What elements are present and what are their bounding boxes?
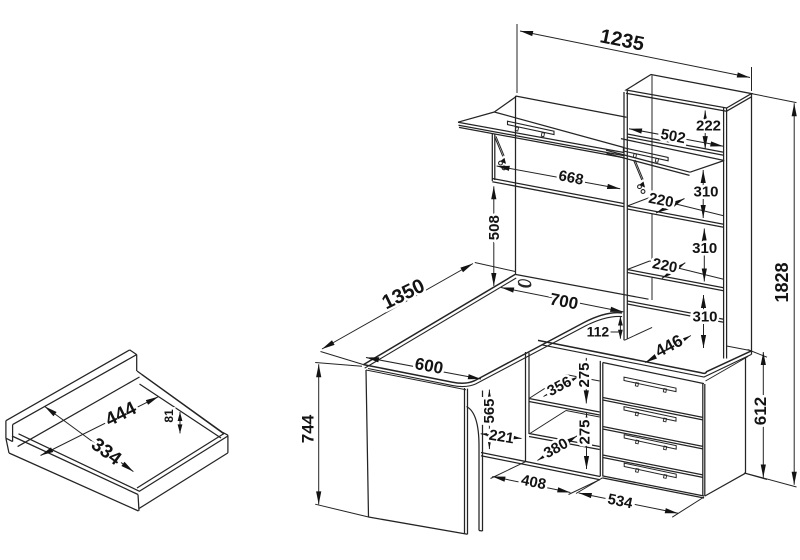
- svg-text:275: 275: [577, 419, 594, 444]
- svg-text:508: 508: [486, 215, 503, 240]
- svg-text:612: 612: [751, 397, 770, 425]
- svg-text:310: 310: [692, 309, 717, 326]
- svg-text:222: 222: [696, 118, 721, 135]
- svg-text:310: 310: [693, 184, 718, 201]
- svg-text:1828: 1828: [772, 262, 792, 302]
- svg-text:112: 112: [587, 324, 610, 340]
- svg-text:744: 744: [299, 414, 318, 443]
- svg-text:310: 310: [692, 240, 717, 257]
- svg-text:565: 565: [481, 398, 498, 423]
- svg-text:275: 275: [576, 362, 593, 387]
- svg-text:81: 81: [162, 409, 176, 423]
